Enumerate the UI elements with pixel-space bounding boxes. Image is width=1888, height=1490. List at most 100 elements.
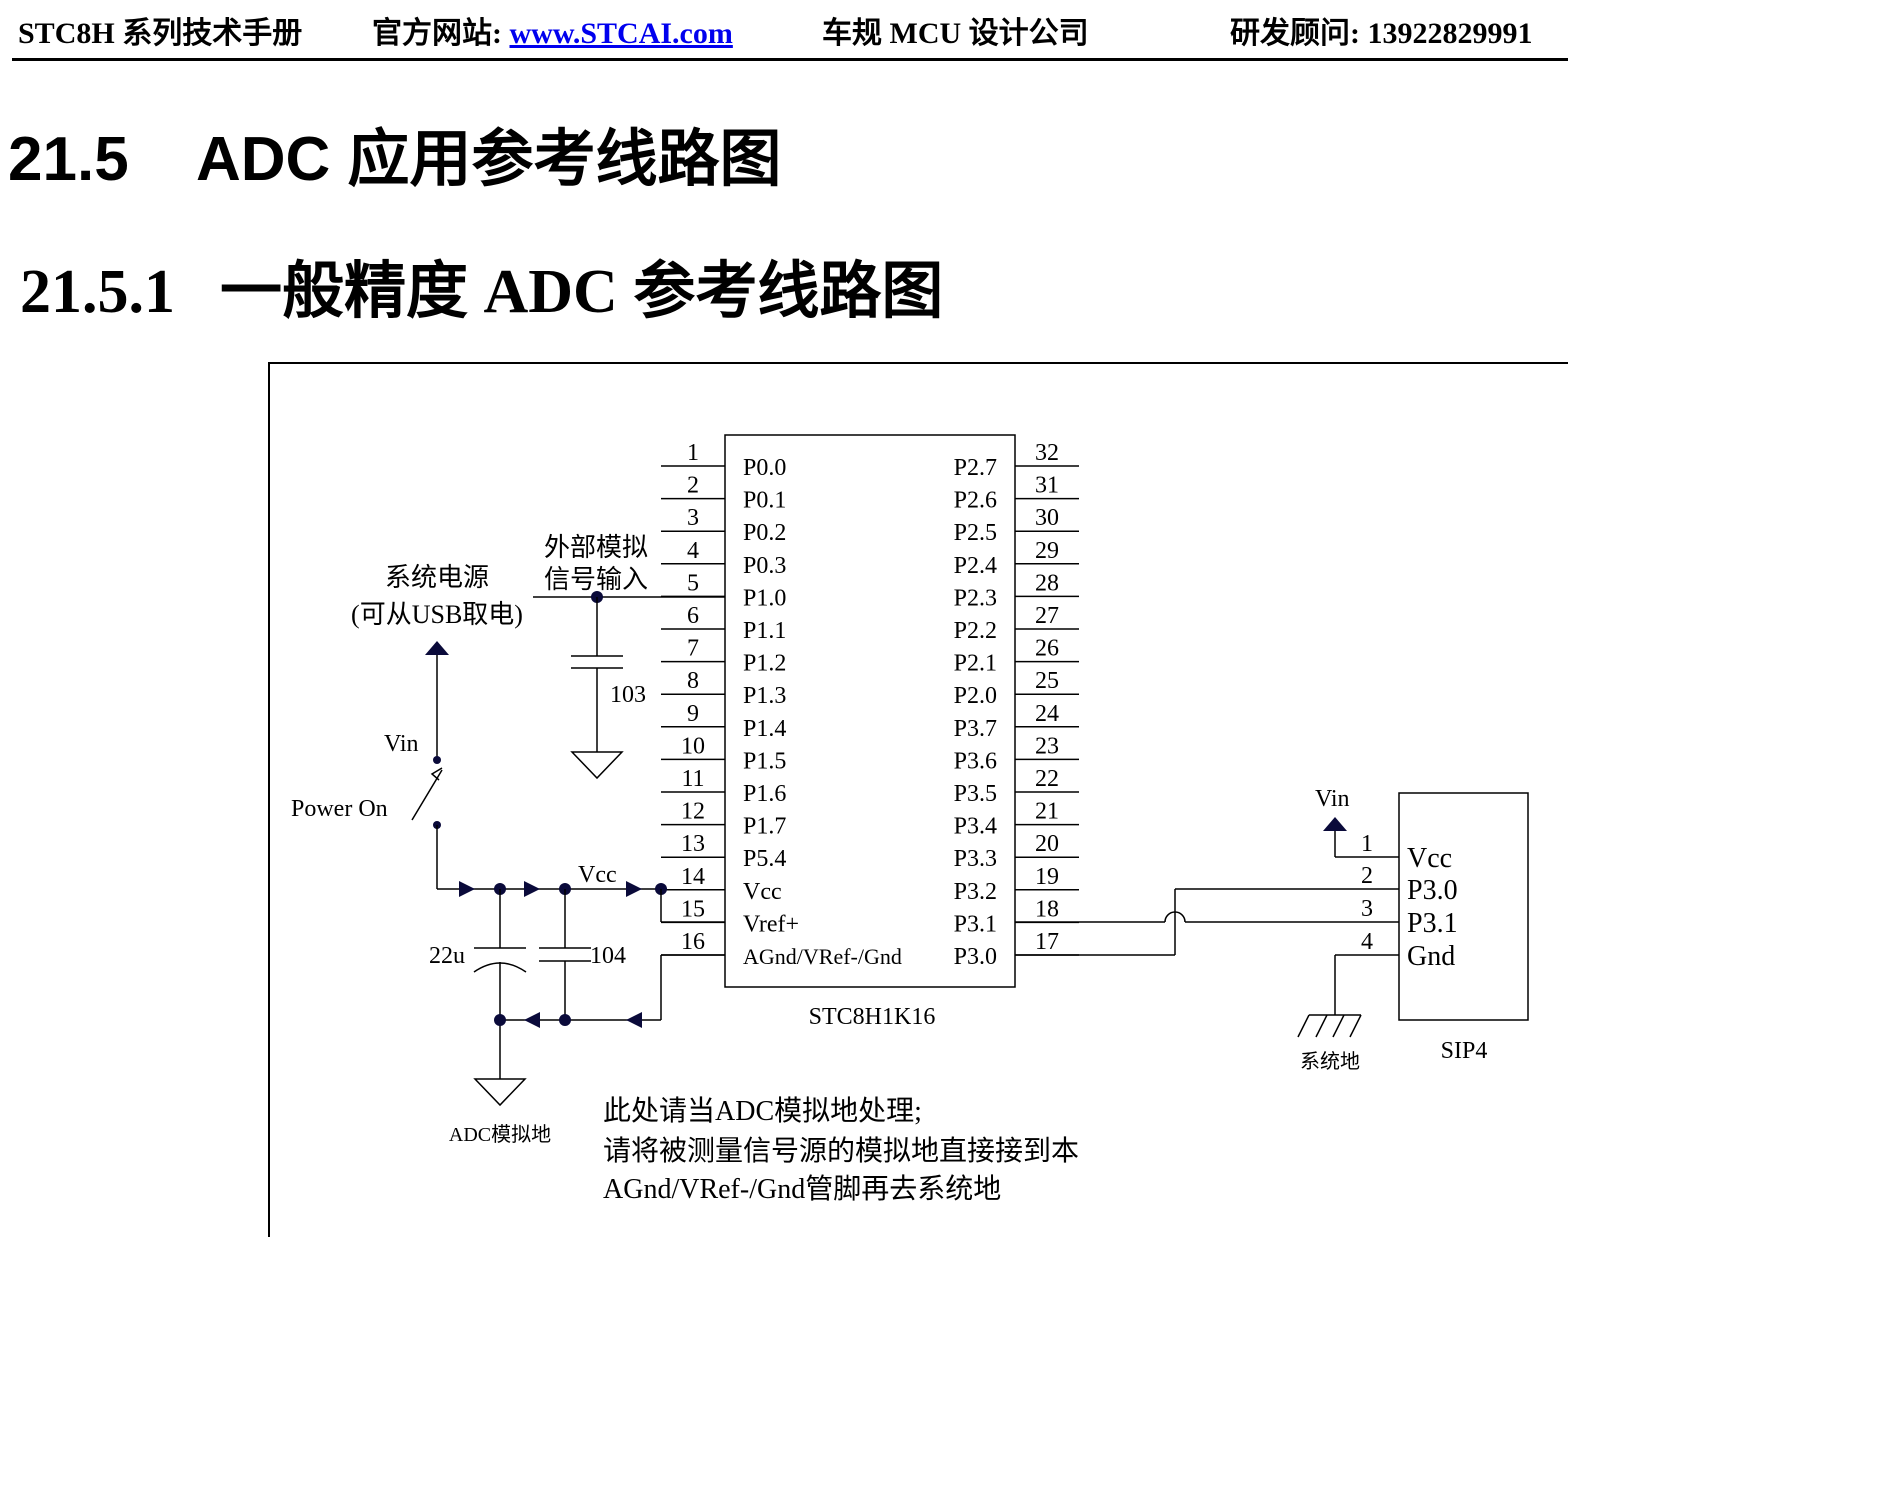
left-pin-number: 10 (681, 733, 705, 759)
right-pin-number: 22 (1035, 766, 1059, 792)
left-pin-name: P0.0 (743, 455, 786, 481)
right-pin-name: P3.6 (954, 748, 997, 774)
sip-pin-number: 3 (1361, 896, 1373, 922)
sip-pin-name: Gnd (1407, 941, 1455, 972)
sip4-body (1398, 792, 1529, 1021)
switch-arrowhead-icon (430, 767, 443, 781)
right-pin-number: 31 (1035, 473, 1059, 499)
right-pin-number: 26 (1035, 636, 1059, 662)
ground-symbol-adc (473, 1078, 527, 1107)
section-title: ADC 应用参考线路图 (196, 125, 782, 194)
vcc-arrow-icon-2 (524, 881, 540, 897)
left-pin-name: P1.6 (743, 781, 786, 807)
header-website: 官方网站: www.STCAI.com (372, 14, 733, 54)
left-pin-name: Vcc (743, 879, 782, 905)
right-pin-name: P2.7 (954, 455, 997, 481)
right-pin-name: P2.1 (954, 651, 997, 677)
switch-contact-top (433, 756, 441, 764)
left-pin-number: 11 (681, 766, 704, 792)
right-pin-number: 30 (1035, 505, 1059, 531)
left-pin-name: AGnd/VRef-/Gnd (743, 944, 902, 969)
left-pin-number: 13 (681, 831, 705, 857)
sip-pin-name: Vcc (1407, 843, 1452, 874)
header-series-title: STC8H 系列技术手册 (18, 17, 303, 50)
right-pin-number: 18 (1035, 896, 1059, 922)
vcc-arrow-icon-1 (459, 881, 475, 897)
right-pin-number: 21 (1035, 799, 1059, 825)
right-pin-name: P3.2 (954, 879, 997, 905)
sip4-name: SIP4 (1441, 1038, 1488, 1064)
right-pin-name: P3.4 (954, 814, 997, 840)
agnd-arrow-icon-2 (524, 1012, 540, 1028)
sys-ground-hatch-4 (1349, 1014, 1362, 1038)
power-on-label: Power On (291, 796, 388, 822)
power-arrow-icon (425, 641, 449, 655)
cap104-label: 104 (590, 943, 626, 969)
left-pin-number: 9 (687, 701, 699, 727)
left-pin-number: 7 (687, 636, 699, 662)
right-pin-number: 27 (1035, 603, 1059, 629)
ext-signal-label-line2: 信号输入 (544, 565, 648, 594)
right-pin-name: P2.5 (954, 520, 997, 546)
ground-symbol-signal (570, 751, 624, 780)
header-company: 车规 MCU 设计公司 (822, 17, 1089, 50)
left-pin-name: P1.0 (743, 585, 786, 611)
chip-body (724, 434, 1016, 988)
vcc-label: Vcc (578, 862, 617, 888)
right-pin-number: 28 (1035, 570, 1059, 596)
left-pin-name: P0.1 (743, 488, 786, 514)
vcc-arrow-icon-3 (626, 881, 642, 897)
right-pin-number: 25 (1035, 668, 1059, 694)
right-pin-name: P3.5 (954, 781, 997, 807)
header-divider (12, 58, 1568, 61)
right-pin-name: P3.3 (954, 846, 997, 872)
subsection-title: 一般精度 ADC 参考线路图 (220, 258, 944, 326)
left-pin-name: P0.3 (743, 553, 786, 579)
left-pin-number: 8 (687, 668, 699, 694)
left-pin-number: 3 (687, 505, 699, 531)
subsection-heading: 21.5.1 一般精度 ADC 参考线路图 (20, 250, 943, 334)
header-website-link[interactable]: www.STCAI.com (509, 17, 733, 50)
agnd-node-1 (559, 1014, 571, 1026)
left-pin-name: P0.2 (743, 520, 786, 546)
right-pin-number: 20 (1035, 831, 1059, 857)
right-pin-number: 24 (1035, 701, 1059, 727)
right-pin-number: 32 (1035, 440, 1059, 466)
agnd-node-2 (494, 1014, 506, 1026)
left-pin-name: P1.3 (743, 683, 786, 709)
left-pin-name: P1.7 (743, 814, 786, 840)
sys-ground-hatch-3 (1332, 1014, 1345, 1038)
left-pin-name: P5.4 (743, 846, 786, 872)
right-pin-name: P2.3 (954, 585, 997, 611)
sip-pin-number: 2 (1361, 863, 1373, 889)
cap103-label: 103 (610, 682, 646, 708)
left-pin-number: 4 (687, 538, 699, 564)
adc-ground-label: ADC模拟地 (449, 1123, 551, 1146)
left-pin-number: 2 (687, 473, 699, 499)
left-pin-number: 15 (681, 896, 705, 922)
left-pin-name: P1.1 (743, 618, 786, 644)
sip-vin-arrow-icon (1323, 817, 1347, 831)
right-pin-name: P2.2 (954, 618, 997, 644)
note-line-1: 此处请当ADC模拟地处理; (603, 1095, 922, 1127)
right-pin-number: 23 (1035, 733, 1059, 759)
agnd-arrow-icon-1 (626, 1012, 642, 1028)
chip-name: STC8H1K16 (809, 1004, 936, 1030)
sys-power-label-line2: (可从USB取电) (351, 600, 523, 629)
left-pin-number: 1 (687, 440, 699, 466)
header-consultant: 研发顾问: 13922829991 (1230, 17, 1533, 50)
left-pin-name: P1.5 (743, 748, 786, 774)
sip-pin-name: P3.1 (1407, 908, 1458, 939)
left-pin-name: P1.4 (743, 716, 786, 742)
sys-power-label-line1: 系统电源 (385, 563, 489, 592)
left-pin-name: P1.2 (743, 651, 786, 677)
cap22u-label: 22u (429, 943, 465, 969)
right-pin-number: 29 (1035, 538, 1059, 564)
right-pin-name: P3.1 (954, 911, 997, 937)
left-pin-number: 6 (687, 603, 699, 629)
system-ground-label: 系统地 (1300, 1050, 1360, 1073)
subsection-number: 21.5.1 (20, 258, 175, 326)
right-pin-name: P3.0 (954, 944, 997, 970)
